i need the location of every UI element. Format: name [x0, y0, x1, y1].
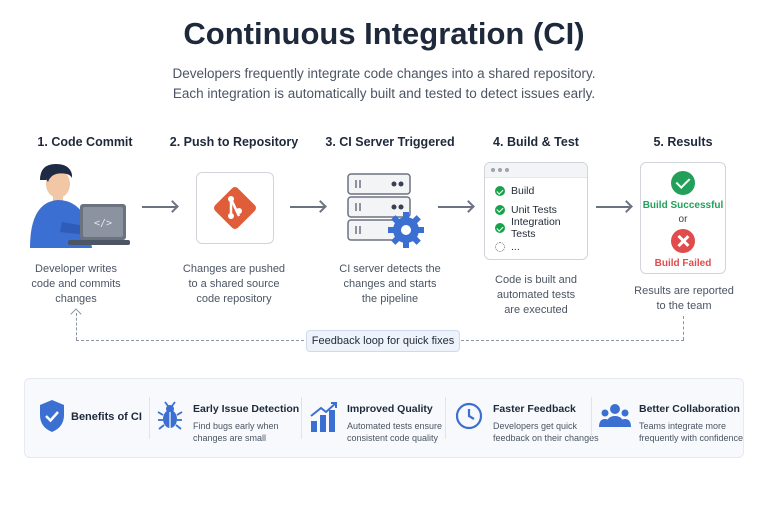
- spinner-icon: [495, 241, 505, 252]
- page-title: Continuous Integration (CI): [183, 16, 585, 51]
- shield-check-icon: [40, 400, 64, 432]
- desc-line: code and commits: [31, 278, 121, 290]
- desc-line: to a shared source: [188, 278, 280, 290]
- step-3-title: 3. CI Server Triggered: [325, 135, 455, 149]
- desc-line: CI server detects the: [339, 263, 441, 275]
- divider: [445, 397, 446, 439]
- desc-line: Developer writes: [35, 263, 117, 275]
- desc-line: Developers get quick: [493, 421, 578, 431]
- repository-box: [196, 172, 274, 244]
- build-item-label: Unit Tests: [511, 203, 557, 216]
- step-2-title: 2. Push to Repository: [169, 135, 299, 149]
- benefit-desc-faster-feedback: Developers get quick feedback on their c…: [493, 420, 599, 444]
- step-5-desc: Results are reported to the team: [620, 284, 748, 314]
- step-5-title: 5. Results: [653, 135, 713, 149]
- benefit-desc-improved-quality: Automated tests ensure consistent code q…: [347, 420, 442, 444]
- feedback-line-right: [683, 316, 684, 340]
- divider: [149, 397, 150, 439]
- success-check-icon: [671, 171, 695, 195]
- desc-line: frequently with confidence: [639, 433, 744, 443]
- developer-laptop-icon: </>: [30, 164, 130, 248]
- benefit-title-improved-quality: Improved Quality: [347, 403, 433, 415]
- build-item-label: ...: [511, 240, 520, 253]
- step-4-title: 4. Build & Test: [493, 135, 579, 149]
- build-successful-label: Build Successful: [642, 200, 724, 211]
- step-3-desc: CI server detects the changes and starts…: [324, 262, 456, 307]
- build-item-integration-tests: Integration Tests: [485, 216, 587, 241]
- build-item-build: Build: [485, 182, 587, 201]
- flow-arrow-2: [290, 206, 324, 208]
- page-subtitle: Developers frequently integrate code cha…: [0, 64, 768, 104]
- desc-line: to the team: [656, 300, 712, 312]
- desc-line: feedback on their changes: [493, 433, 599, 443]
- benefits-heading: Benefits of CI: [71, 411, 142, 423]
- benefit-title-better-collaboration: Better Collaboration: [639, 403, 740, 415]
- benefit-title-faster-feedback: Faster Feedback: [493, 403, 576, 415]
- git-icon: [214, 187, 256, 229]
- or-label: or: [678, 214, 688, 225]
- clock-icon: [455, 402, 483, 430]
- desc-line: code repository: [196, 293, 272, 305]
- desc-line: are executed: [504, 304, 568, 316]
- step-2-desc: Changes are pushed to a shared source co…: [170, 262, 298, 307]
- flow-arrow-1: [142, 206, 176, 208]
- desc-line: Teams integrate more: [639, 421, 727, 431]
- server-gear-icon: [347, 173, 424, 248]
- desc-line: automated tests: [496, 289, 576, 301]
- desc-line: Results are reported: [634, 285, 734, 297]
- benefit-desc-better-collaboration: Teams integrate more frequently with con…: [639, 420, 743, 444]
- divider: [301, 397, 302, 439]
- results-box: Build Successful or Build Failed: [640, 162, 726, 274]
- desc-line: changes are small: [193, 433, 267, 443]
- fail-x-icon: [671, 229, 695, 253]
- svg-text:</>: </>: [94, 218, 112, 229]
- check-icon: [495, 223, 505, 234]
- desc-line: changes and starts: [343, 278, 437, 290]
- benefit-title-early-detection: Early Issue Detection: [193, 403, 300, 415]
- bar-chart-icon: [310, 402, 337, 432]
- desc-line: the pipeline: [361, 293, 419, 305]
- step-1-title: 1. Code Commit: [37, 135, 133, 149]
- bug-icon: [157, 401, 183, 430]
- build-item-label: Build: [511, 185, 535, 198]
- team-icon: [599, 404, 631, 427]
- build-item-label: Integration Tests: [511, 216, 561, 241]
- build-item-pending: ...: [485, 238, 587, 257]
- flow-arrow-4: [596, 206, 630, 208]
- benefits-panel: Benefits of CI Early Issue Detection Fin…: [24, 378, 744, 458]
- build-item-unit-tests: Unit Tests: [485, 201, 587, 220]
- window-titlebar: [485, 163, 587, 178]
- check-icon: [495, 186, 505, 197]
- desc-line: Code is built and: [495, 274, 577, 286]
- build-failed-label: Build Failed: [654, 258, 712, 269]
- build-test-window: Build Unit Tests Integration Tests ...: [484, 162, 588, 260]
- subtitle-line-2: Each integration is automatically built …: [172, 86, 596, 101]
- desc-line: Find bugs early when: [193, 421, 279, 431]
- step-4-desc: Code is built and automated tests are ex…: [474, 273, 598, 318]
- desc-line: Automated tests ensure: [347, 421, 443, 431]
- divider: [591, 397, 592, 439]
- desc-line: consistent code quality: [347, 433, 439, 443]
- feedback-label: Feedback loop for quick fixes: [306, 330, 460, 352]
- subtitle-line-1: Developers frequently integrate code cha…: [172, 66, 596, 81]
- desc-line: Changes are pushed: [182, 263, 286, 275]
- desc-line: changes: [55, 293, 97, 305]
- feedback-arrow-up: [76, 313, 77, 340]
- step-1-desc: Developer writes code and commits change…: [18, 262, 134, 307]
- benefit-desc-early-detection: Find bugs early when changes are small: [193, 420, 279, 444]
- check-icon: [495, 204, 505, 215]
- flow-arrow-3: [438, 206, 472, 208]
